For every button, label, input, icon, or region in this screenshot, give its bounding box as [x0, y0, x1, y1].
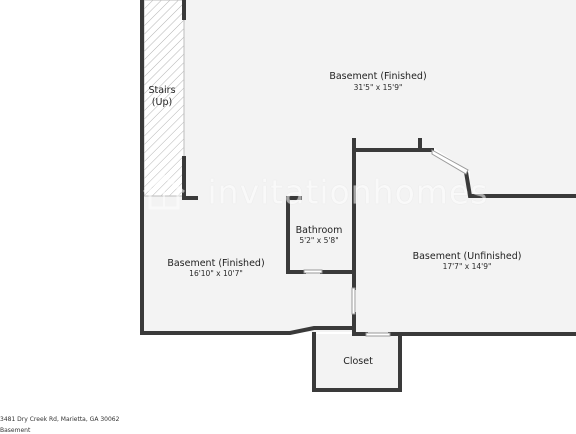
house-logo-icon: [143, 174, 185, 210]
floor-fill: [142, 0, 576, 390]
bathroom-area: [288, 198, 352, 272]
room-dims-basement-finished-left: 16'10" x 10'7": [189, 269, 243, 278]
floor-label: Basement: [0, 427, 31, 434]
room-dims-basement-finished-top: 31'5" x 15'9": [354, 83, 403, 92]
doors: [303, 149, 469, 337]
room-dims-basement-unfinished: 17'7" x 14'9": [443, 262, 492, 271]
watermark: invitationhomes: [140, 170, 576, 230]
stairs-area: [143, 0, 185, 197]
room-name-bathroom: Bathroom: [296, 225, 343, 236]
room-name-stairs-up: (Up): [152, 97, 172, 108]
room-name-basement-finished-left: Basement (Finished): [167, 258, 264, 269]
room-name-basement-finished-top: Basement (Finished): [329, 71, 426, 82]
room-name-stairs: Stairs: [148, 85, 175, 96]
property-address: 3481 Dry Creek Rd, Marietta, GA 30062: [0, 416, 120, 423]
room-dims-bathroom: 5'2" x 5'8": [299, 236, 338, 245]
room-name-closet: Closet: [343, 356, 373, 367]
room-name-basement-unfinished: Basement (Unfinished): [413, 251, 522, 262]
walls: [140, 0, 576, 392]
watermark-text: invitationhomes: [207, 172, 489, 212]
